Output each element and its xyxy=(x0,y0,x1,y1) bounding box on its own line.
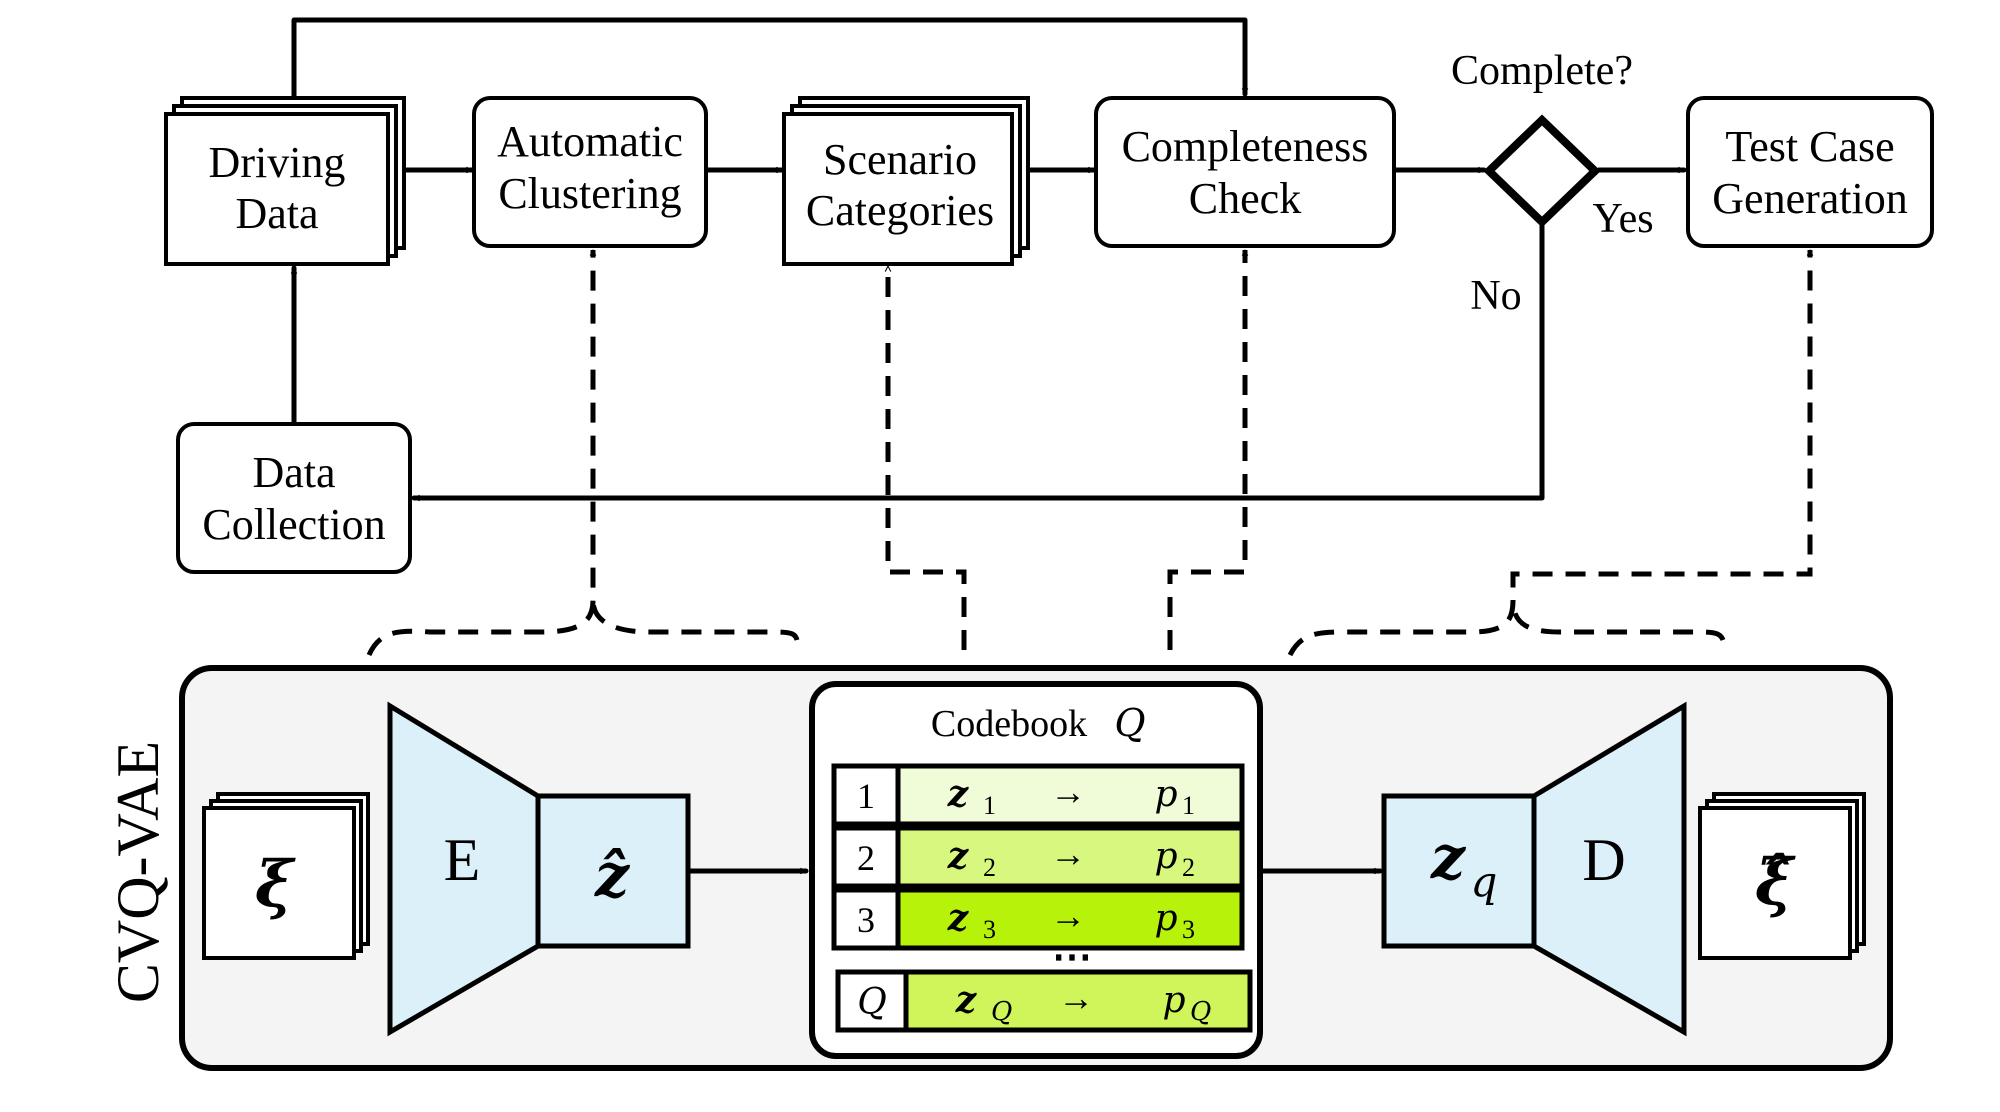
automatic-clustering-label-line2: Clustering xyxy=(498,169,681,218)
test-case-generation-label-line1: Test Case xyxy=(1725,122,1894,171)
dashed-encoder-to-clustering xyxy=(366,250,593,657)
codebook-vector-symbol: z xyxy=(947,835,970,877)
codebook-symbol: Q xyxy=(1114,701,1145,745)
completeness-check-label-line1: Completeness xyxy=(1122,122,1369,171)
codebook-index-cell xyxy=(831,887,901,951)
codebook-vector-cell xyxy=(895,825,1245,889)
scenario-categories-node[interactable]: Scenario Categories xyxy=(782,96,1030,266)
dashed-codebook-to-categories xyxy=(888,266,967,650)
quantized-zq-block[interactable]: z q xyxy=(1381,793,1537,949)
codebook-index-label: 3 xyxy=(857,900,875,940)
dashed-connectors xyxy=(366,250,1810,657)
codebook-vector-symbol: z xyxy=(947,773,970,815)
encoder-block[interactable]: E xyxy=(387,701,541,1037)
driving-data-node[interactable]: Driving Data xyxy=(164,96,406,266)
input-xi-symbol: ξ xyxy=(255,847,296,922)
codebook-vector-subscript: 2 xyxy=(983,853,996,882)
complete-decision-node[interactable] xyxy=(1483,114,1601,228)
codebook-vector-cell xyxy=(895,763,1245,827)
data-collection-node[interactable]: Data Collection xyxy=(176,422,412,574)
codebook-index-label: 1 xyxy=(857,776,875,816)
driving-data-label-line2: Data xyxy=(235,189,318,238)
no-label: No xyxy=(1470,273,1521,319)
codebook-ellipsis: ⋯ xyxy=(1052,934,1092,979)
codebook-vector-subscript: Q xyxy=(991,997,1012,1027)
codebook-proto-subscript: 3 xyxy=(1182,915,1195,944)
dashed-decoder-brace-right xyxy=(1510,599,1726,642)
decoder-label: D xyxy=(1582,827,1625,893)
codebook-map-arrow: → xyxy=(1058,978,1094,1018)
pipeline-arrows xyxy=(291,17,1687,498)
test-case-generation-label-line2: Generation xyxy=(1712,174,1907,223)
data-collection-label-line2: Collection xyxy=(202,500,385,549)
automatic-clustering-node[interactable]: Automatic Clustering xyxy=(472,96,708,248)
codebook-vector-subscript: 1 xyxy=(983,791,996,820)
codebook-proto-subscript: 2 xyxy=(1182,853,1195,882)
codebook-index-label: 2 xyxy=(857,838,875,878)
completeness-check-node[interactable]: Completeness Check xyxy=(1094,96,1396,248)
driving-data-label-line1: Driving xyxy=(209,138,346,187)
codebook-map-arrow: → xyxy=(1050,772,1086,812)
latent-zhat-block[interactable]: ẑ xyxy=(535,793,691,949)
codebook-vector-symbol: z xyxy=(955,979,978,1021)
codebook-proto-symbol: p xyxy=(1154,898,1177,939)
decoder-block[interactable]: D xyxy=(1531,701,1687,1037)
decision-question-label: Complete? xyxy=(1451,48,1633,94)
codebook-title: Codebook xyxy=(931,703,1087,745)
encoder-label: E xyxy=(444,827,481,893)
dashed-decoder-to-generation xyxy=(1287,250,1810,657)
cvq-vae-title: CVQ-VAE xyxy=(105,741,171,1003)
data-collection-label-line1: Data xyxy=(252,448,335,497)
automatic-clustering-label-line1: Automatic xyxy=(497,117,683,166)
dashed-encoder-brace-right xyxy=(590,599,800,641)
codebook-index-label: Q xyxy=(857,982,887,1023)
codebook-map-arrow: → xyxy=(1050,834,1086,874)
scenario-categories-label-line2: Categories xyxy=(806,186,994,235)
arrow-decision-no xyxy=(411,223,1545,498)
codebook-map-arrow: → xyxy=(1050,896,1086,936)
codebook-proto-subscript: 1 xyxy=(1182,791,1195,820)
codebook-proto-symbol: p xyxy=(1154,774,1177,815)
output-xihat-symbol: ξ̂ xyxy=(1755,845,1796,920)
quantized-z-symbol: z xyxy=(1430,823,1467,893)
codebook-vector-cell xyxy=(895,887,1245,951)
scenario-categories-label-line1: Scenario xyxy=(823,135,977,184)
completeness-check-label-line2: Check xyxy=(1189,174,1301,223)
codebook-index-cell xyxy=(835,969,909,1033)
output-xihat-stack[interactable]: ξ̂ xyxy=(1698,792,1866,960)
codebook-proto-symbol: p xyxy=(1154,836,1177,877)
codebook-vector-subscript: 3 xyxy=(983,915,996,944)
codebook-vector-symbol: z xyxy=(947,897,970,939)
quantized-q-subscript: q xyxy=(1471,857,1498,906)
yes-label: Yes xyxy=(1592,196,1653,242)
input-xi-stack[interactable]: ξ xyxy=(202,792,370,960)
dashed-codebook-to-check xyxy=(1167,250,1245,650)
latent-zhat-symbol: ẑ xyxy=(594,841,631,911)
codebook-proto-symbol: p xyxy=(1162,980,1185,1021)
arrow-driving-bypass-to-check xyxy=(291,17,1245,99)
codebook-proto-subscript: Q xyxy=(1190,997,1211,1027)
test-case-generation-node[interactable]: Test Case Generation xyxy=(1686,96,1934,248)
codebook-vector-cell xyxy=(903,969,1253,1033)
